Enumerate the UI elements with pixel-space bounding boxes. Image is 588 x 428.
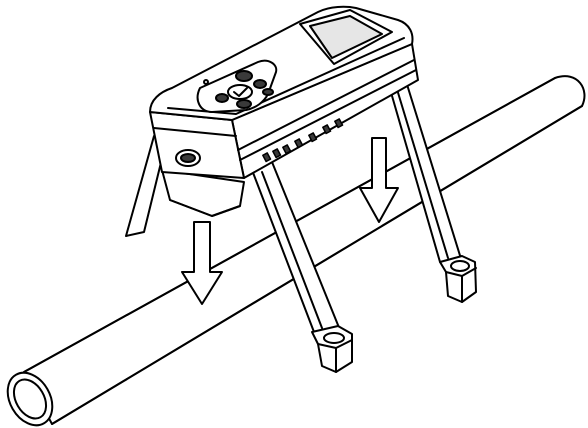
device-front-groove	[237, 59, 415, 151]
rear-leg-inner-line	[395, 85, 449, 259]
connector-inner	[180, 153, 196, 163]
port-4	[294, 138, 304, 149]
device-end-groove	[153, 127, 237, 137]
rear-leg	[387, 77, 477, 303]
pipe-bottom-edge	[51, 105, 583, 425]
rear-foot-hole	[450, 260, 470, 272]
keypad-left-button[interactable]	[215, 93, 229, 103]
left-down-arrow	[181, 221, 223, 305]
down-arrow-icon	[181, 221, 223, 305]
pipe-end-outer	[6, 371, 54, 427]
keypad-small-button[interactable]	[262, 88, 274, 96]
port-7	[334, 118, 344, 129]
port-1	[262, 152, 272, 163]
front-leg-inner-line	[261, 171, 323, 329]
port-6	[322, 124, 332, 135]
pipe-end-inner	[12, 378, 48, 420]
display-screen	[309, 15, 383, 59]
port-2	[272, 148, 282, 159]
display-screen-bezel	[299, 9, 393, 65]
port-row	[262, 118, 344, 163]
device-end-face	[149, 111, 245, 179]
keypad-top-button[interactable]	[235, 70, 253, 82]
right-down-arrow	[359, 137, 399, 223]
device-bottom-lip	[169, 199, 241, 217]
keypad-right-button[interactable]	[253, 79, 267, 89]
keypad-check-icon	[233, 87, 248, 97]
front-foot-hole	[323, 332, 345, 344]
port-3	[282, 144, 292, 155]
device-front-groove-2	[239, 69, 417, 161]
status-led	[203, 79, 209, 85]
keypad-center-button[interactable]	[227, 84, 253, 100]
port-5	[308, 132, 318, 143]
connector-port	[175, 149, 201, 167]
keypad-bottom-button[interactable]	[236, 99, 252, 109]
down-arrow-icon	[359, 137, 399, 223]
keypad-icon	[196, 59, 278, 113]
device-top-chamfer	[167, 37, 405, 115]
